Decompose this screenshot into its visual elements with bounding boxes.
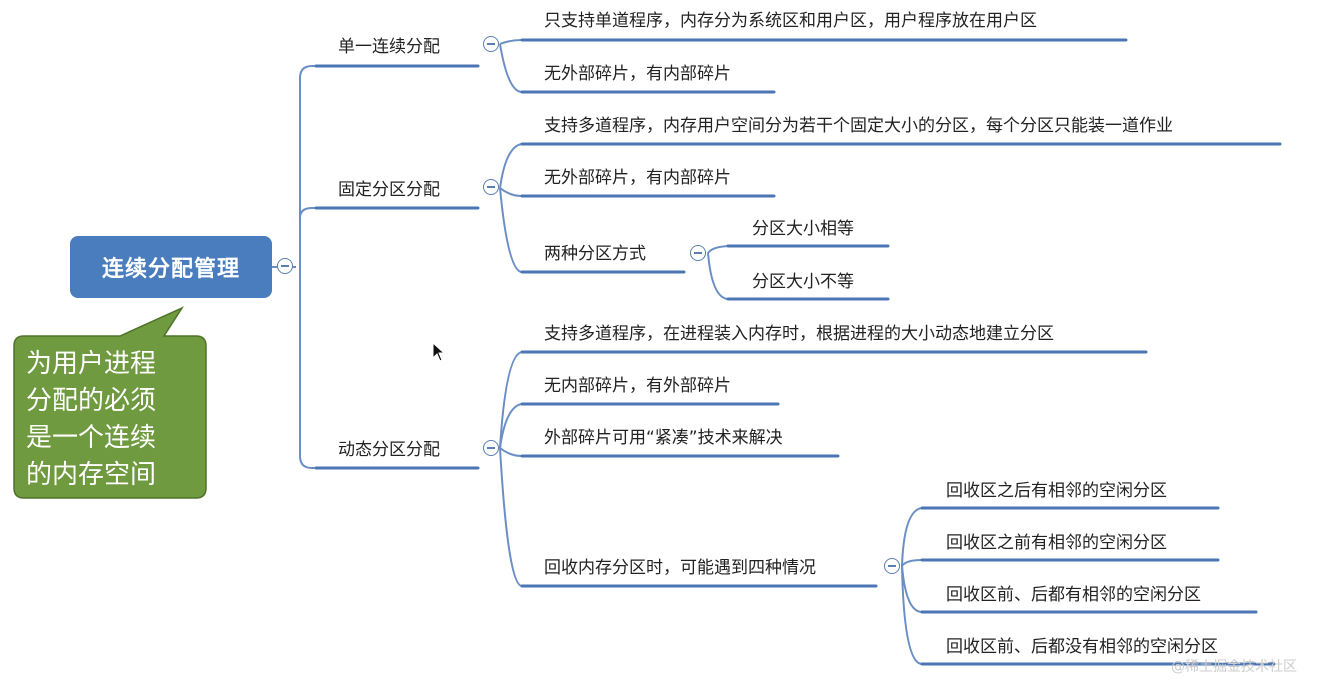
branch-single-label[interactable]: 单一连续分配	[338, 37, 440, 57]
dynamic-item-1[interactable]: 支持多道程序，在进程装入内存时，根据进程的大小动态地建立分区	[544, 324, 1054, 344]
case-1[interactable]: 回收区之后有相邻的空闲分区	[946, 481, 1167, 501]
collapse-cases-icon[interactable]	[884, 558, 900, 574]
callout-line: 是一个连续	[26, 423, 157, 453]
dynamic-item-3[interactable]: 外部碎片可用“紧凑”技术来解决	[544, 428, 783, 448]
collapse-root-icon[interactable]	[277, 258, 293, 274]
arrow-cursor-icon	[432, 342, 446, 362]
watermark: @稀土掘金技术社区	[1171, 659, 1297, 675]
collapse-single-icon[interactable]	[483, 36, 499, 52]
mode-equal[interactable]: 分区大小相等	[752, 219, 854, 239]
callout-bubble	[13, 306, 207, 499]
fixed-item-3[interactable]: 两种分区方式	[544, 244, 646, 264]
dynamic-item-2[interactable]: 无内部碎片，有外部碎片	[544, 376, 731, 396]
callout-line: 的内存空间	[26, 460, 157, 490]
collapse-fixed-icon[interactable]	[483, 179, 499, 195]
fixed-item-2[interactable]: 无外部碎片，有内部碎片	[544, 168, 731, 188]
dynamic-item-4[interactable]: 回收内存分区时，可能遇到四种情况	[544, 558, 816, 578]
callout-text: 为用户进程 分配的必须 是一个连续 的内存空间	[26, 346, 206, 494]
root-node[interactable]: 连续分配管理	[70, 236, 272, 298]
callout-line: 为用户进程	[26, 349, 157, 379]
case-3[interactable]: 回收区前、后都有相邻的空闲分区	[946, 585, 1201, 605]
fixed-item-1[interactable]: 支持多道程序，内存用户空间分为若干个固定大小的分区，每个分区只能装一道作业	[544, 116, 1173, 136]
callout-line: 分配的必须	[26, 386, 157, 416]
branch-fixed-label[interactable]: 固定分区分配	[338, 180, 440, 200]
branch-dynamic-label[interactable]: 动态分区分配	[338, 440, 440, 460]
single-item-2[interactable]: 无外部碎片，有内部碎片	[544, 64, 731, 84]
collapse-modes-icon[interactable]	[690, 245, 706, 261]
single-item-1[interactable]: 只支持单道程序，内存分为系统区和用户区，用户程序放在用户区	[544, 11, 1037, 31]
case-4[interactable]: 回收区前、后都没有相邻的空闲分区	[946, 637, 1218, 657]
collapse-dynamic-icon[interactable]	[483, 440, 499, 456]
case-2[interactable]: 回收区之前有相邻的空闲分区	[946, 533, 1167, 553]
mode-unequal[interactable]: 分区大小不等	[752, 272, 854, 292]
